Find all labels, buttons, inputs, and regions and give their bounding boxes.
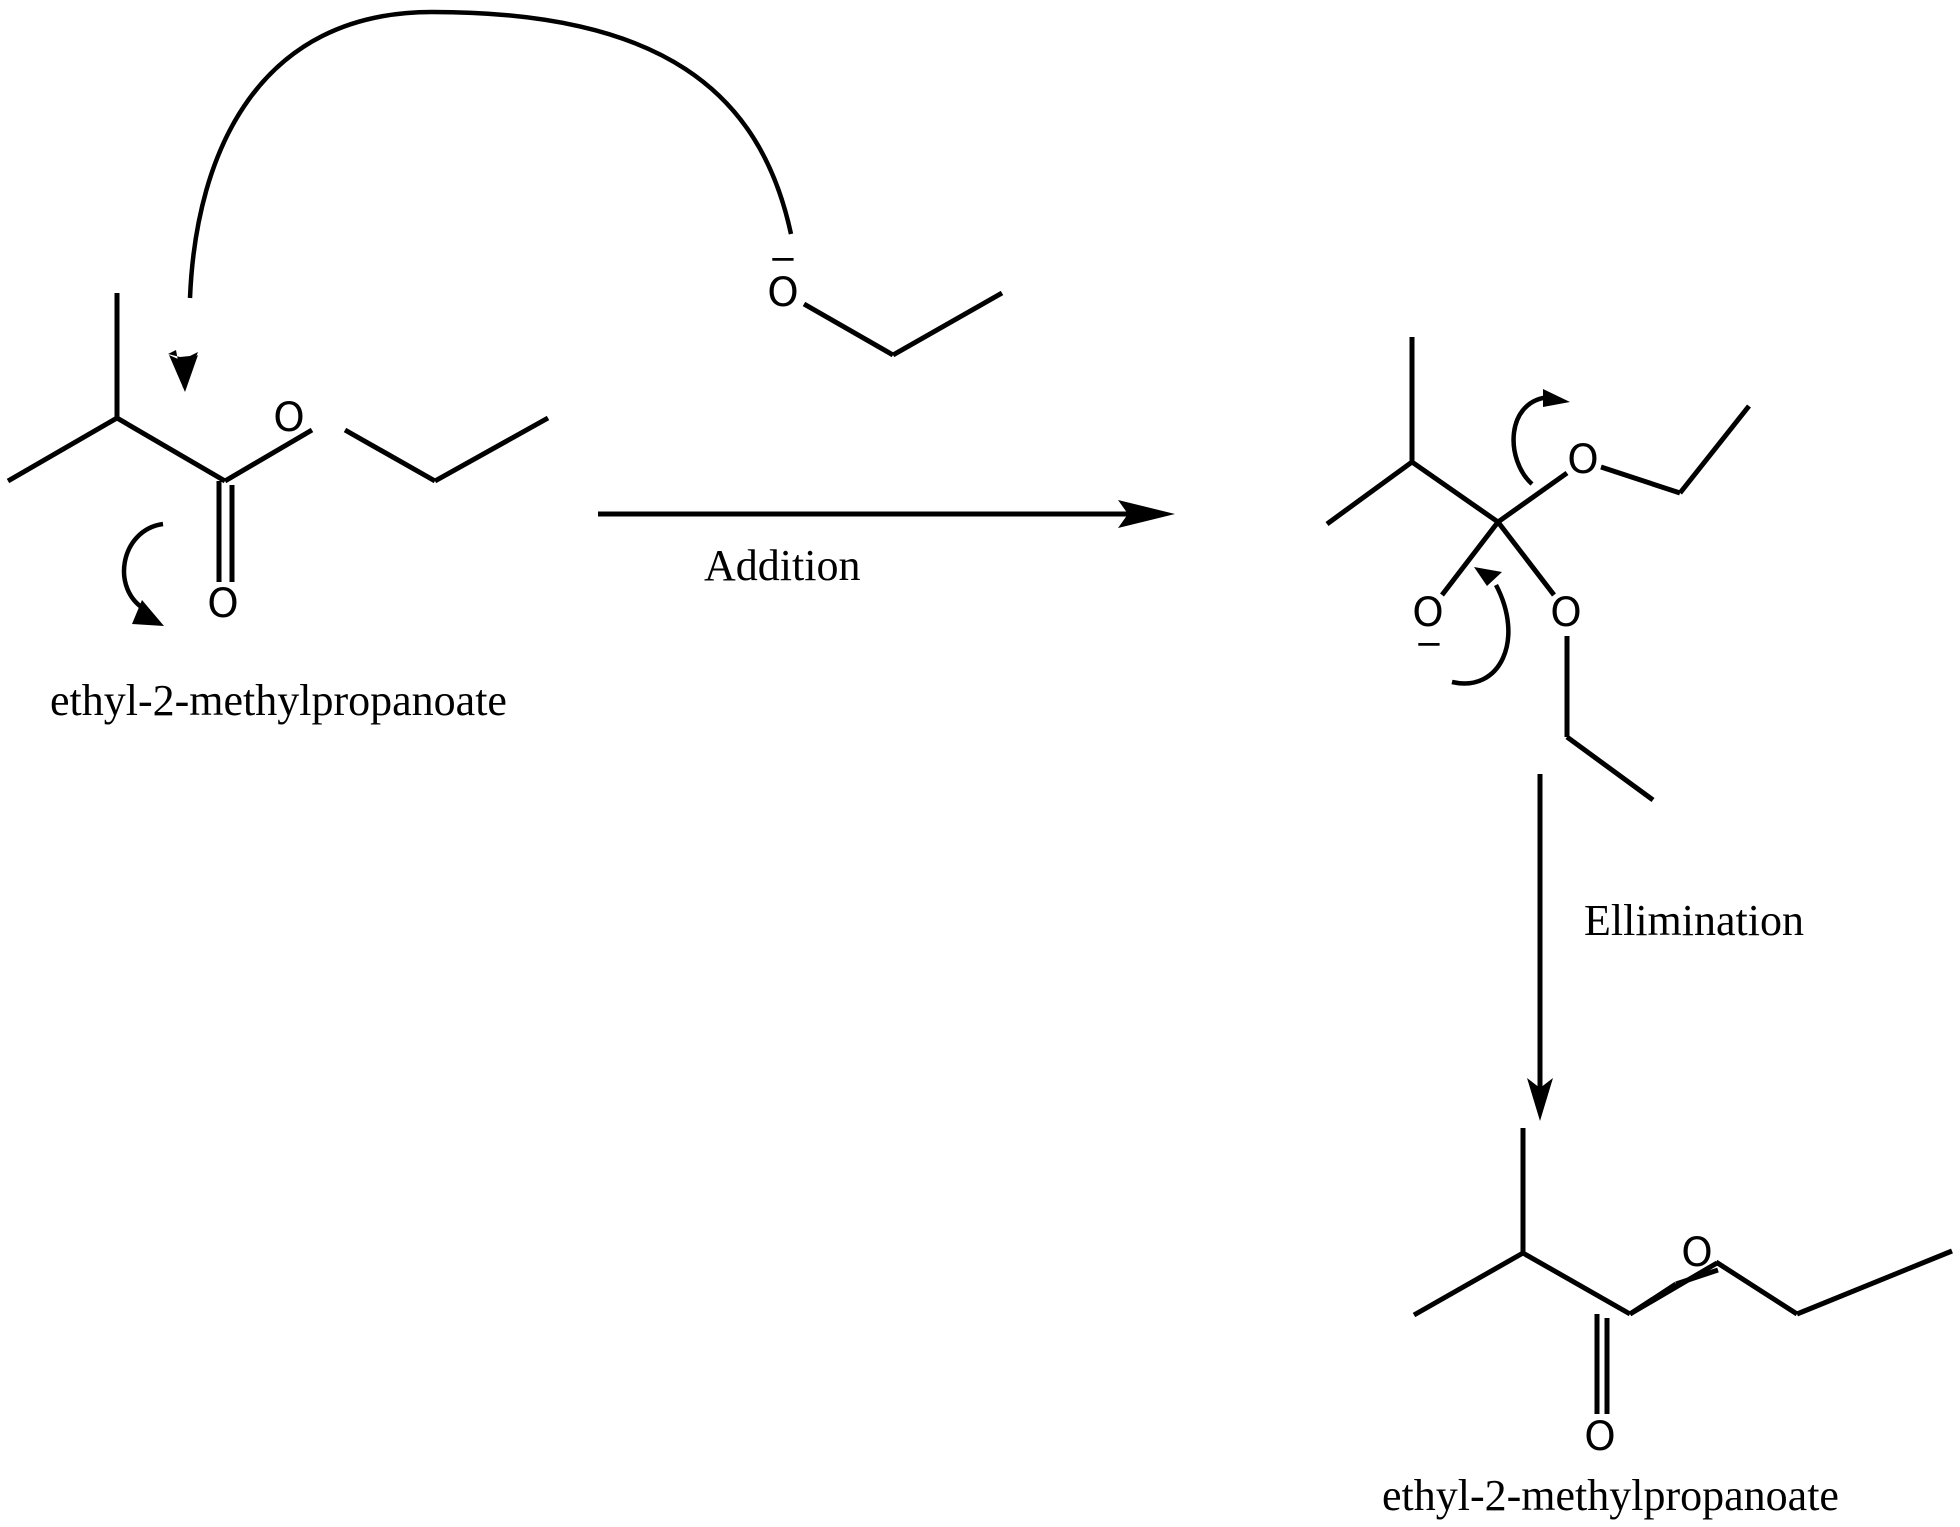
arrowhead (1527, 1078, 1553, 1121)
bond (1412, 1250, 1525, 1318)
bond (1410, 459, 1500, 525)
elimination-step-arrow (1527, 774, 1553, 1121)
carbonyl-oxygen: O (207, 581, 238, 627)
arrowhead (132, 600, 164, 626)
bond (1628, 1260, 1719, 1317)
ethoxide-nucleophile: − O (767, 239, 1004, 358)
curved-arrow-leaving-group (1511, 394, 1551, 486)
addition-step-arrow (598, 500, 1175, 528)
arrowhead (1118, 500, 1175, 528)
bond (891, 290, 1004, 358)
bond (1714, 1259, 1799, 1317)
curved-arrow-pi-to-oxygen (121, 521, 164, 612)
bond (1796, 1248, 1953, 1317)
reactant-name: ethyl-2-methylpropanoate (50, 676, 507, 725)
negative-charge: − (1415, 624, 1444, 664)
bond (1325, 459, 1414, 527)
addition-label: Addition (704, 541, 860, 590)
nucleophile-oxygen: O (767, 270, 798, 316)
bond (1496, 470, 1569, 525)
curved-arrow-nucleophilic-attack (187, 9, 794, 299)
ether-oxygen-lower: O (1550, 590, 1581, 636)
bond (343, 427, 437, 484)
bond (802, 301, 895, 358)
arrowhead-tip (169, 355, 198, 392)
alkoxide-oxygen: O (1412, 590, 1443, 636)
ester-oxygen: O (1681, 1230, 1712, 1276)
negative-charge: − (769, 239, 798, 279)
bond (6, 415, 119, 484)
ester-oxygen: O (273, 395, 304, 441)
bond (1440, 520, 1500, 597)
tetrahedral-intermediate: O O − O (1325, 337, 1751, 803)
bond (115, 415, 227, 484)
product-molecule: O O (1412, 1128, 1953, 1460)
bond (1496, 520, 1556, 597)
bond (1565, 734, 1655, 803)
carbonyl-oxygen: O (1584, 1414, 1615, 1460)
bond (1678, 404, 1751, 495)
elimination-label: Ellimination (1584, 896, 1804, 945)
bond (433, 415, 550, 484)
bond (1521, 1250, 1632, 1317)
bond (1600, 464, 1681, 496)
product-name: ethyl-2-methylpropanoate (1382, 1471, 1839, 1520)
reactant-molecule: O O (6, 293, 550, 627)
arrowhead (1474, 567, 1502, 586)
curved-arrow-reform-carbonyl (1451, 583, 1511, 686)
arrowhead (1543, 389, 1570, 407)
bond (223, 427, 314, 484)
ether-oxygen-upper: O (1567, 437, 1598, 483)
